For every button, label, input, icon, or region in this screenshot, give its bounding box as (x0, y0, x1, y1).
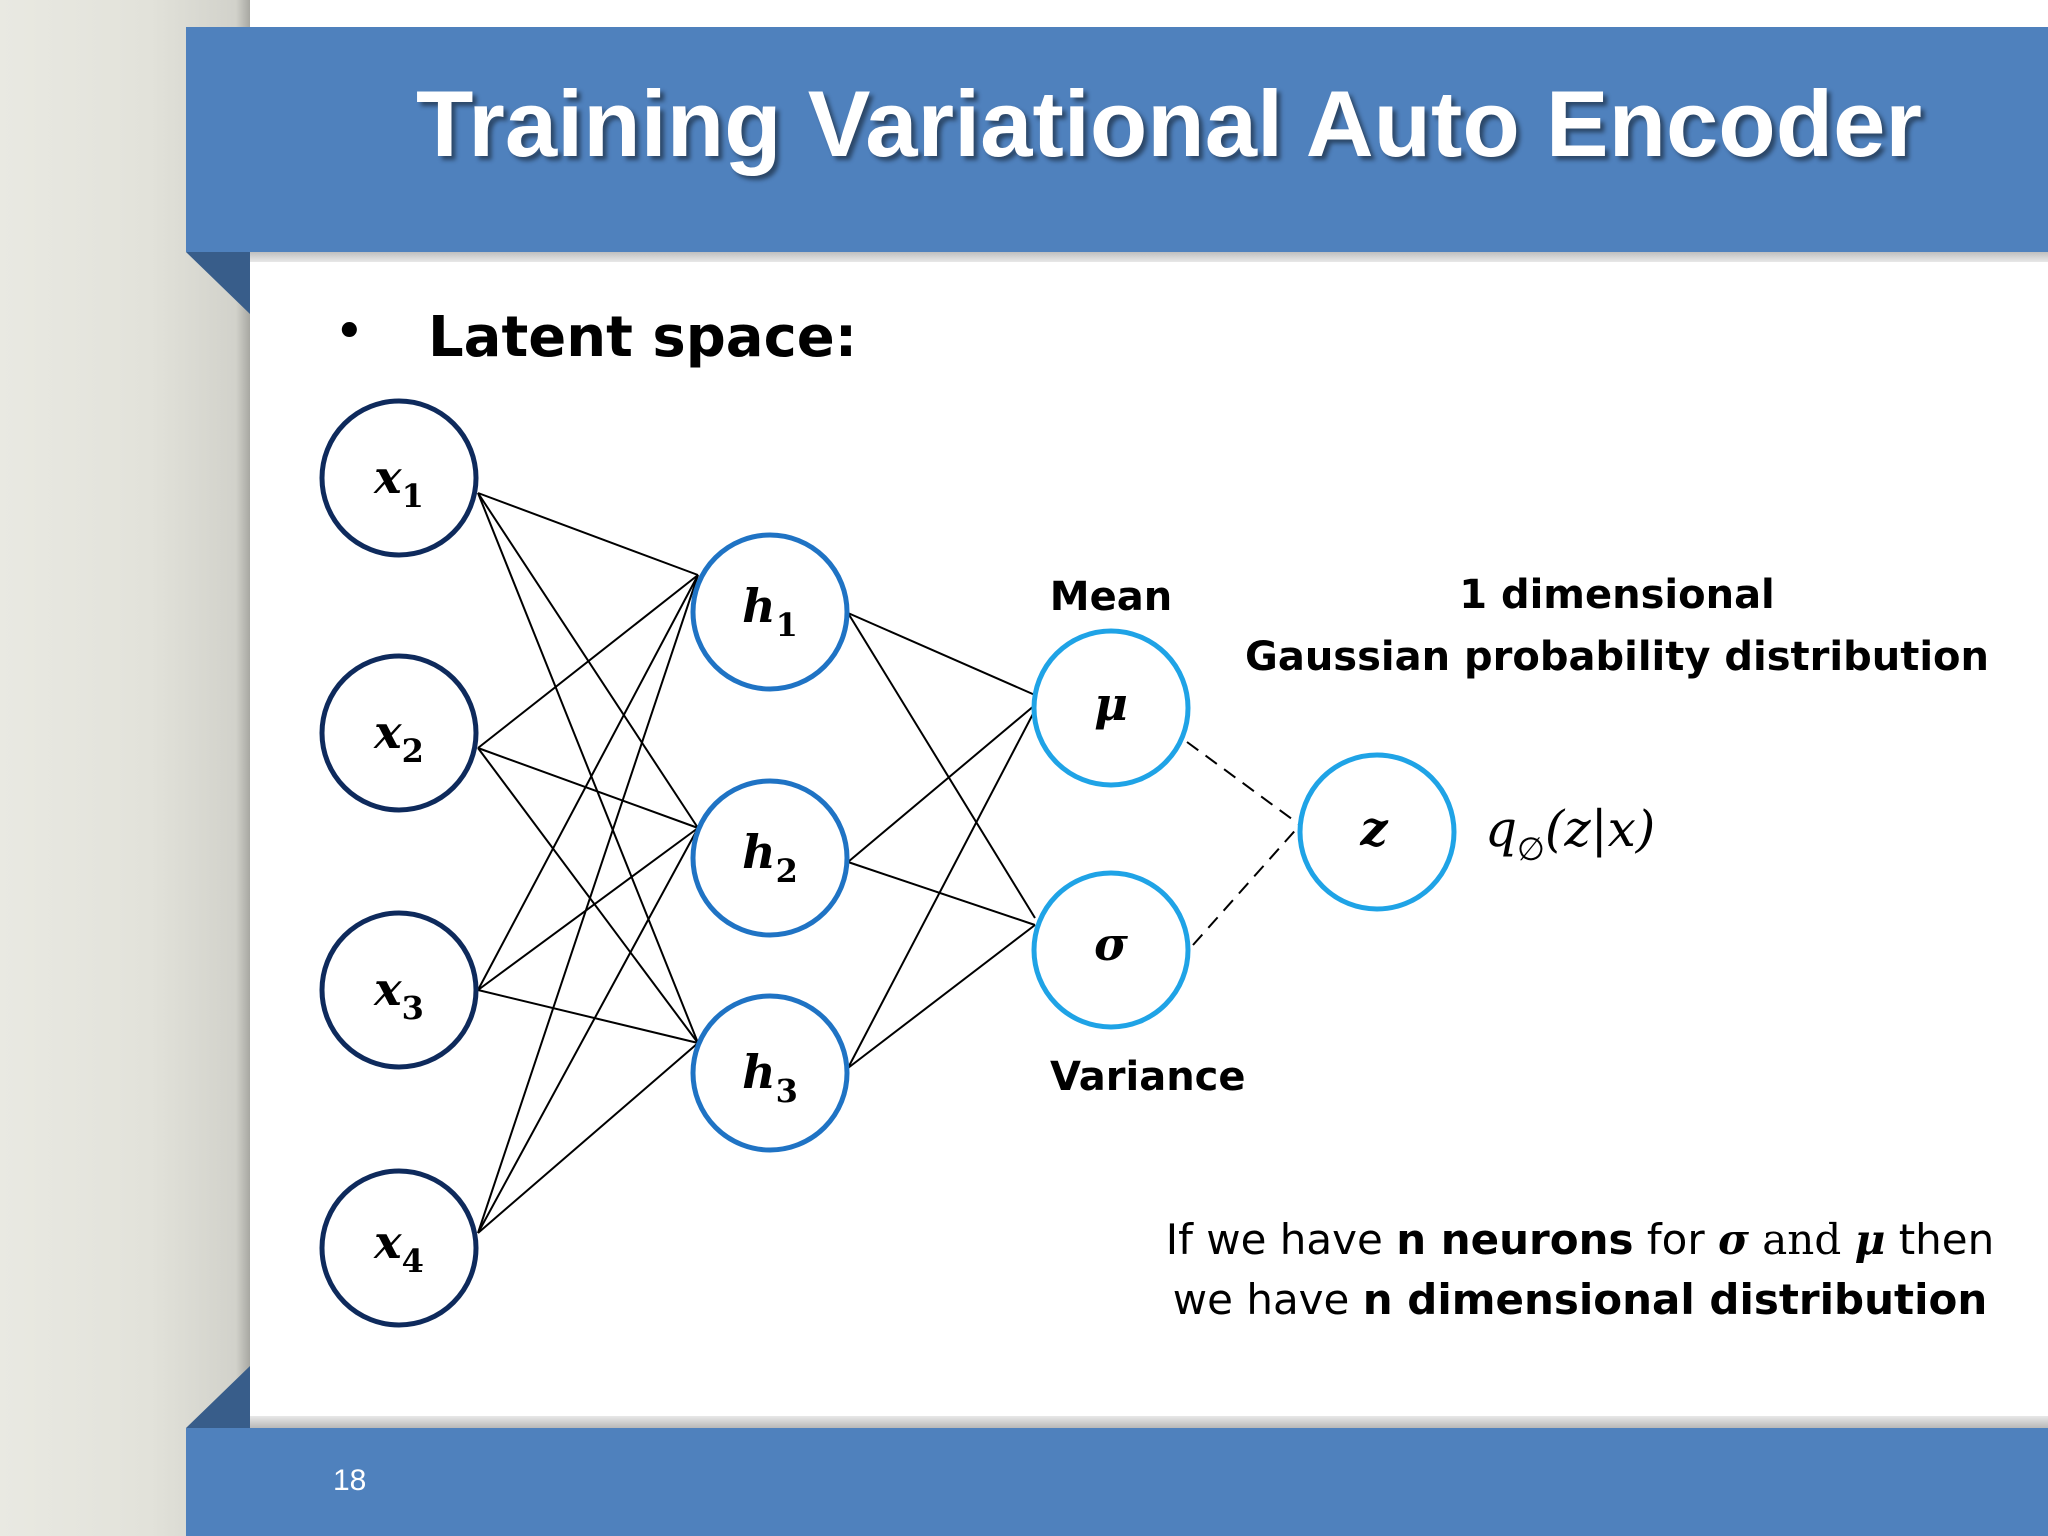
note-emphasis: n neurons (1396, 1215, 1634, 1264)
variance-node-symbol: σ (1094, 917, 1128, 971)
edge-x1-h3 (477, 492, 699, 1044)
edges-hidden-latent (847, 612, 1036, 1069)
posterior-formula: q∅(z|x) (1485, 800, 1655, 868)
input-node-x2 (319, 653, 479, 813)
edge-x1-h1 (477, 492, 699, 576)
footer-band-edge (250, 1416, 2048, 1428)
z-node (1297, 752, 1457, 912)
distribution-title-line1: 1 dimensional (1459, 572, 1775, 618)
title-band-edge (250, 252, 2048, 262)
latent-layer: μ σ z (1031, 628, 1457, 1030)
edge-mu-z (1186, 741, 1301, 826)
edge-h1-sigma (847, 612, 1036, 919)
edge-x3-h1 (477, 574, 699, 991)
title-fold-corner (186, 252, 250, 314)
edge-x3-h3 (477, 989, 699, 1044)
hidden-label-h1: h1 (742, 579, 798, 644)
note-text: then (1885, 1215, 1995, 1264)
bullet-marker: • (334, 302, 365, 362)
edge-x4-h2 (477, 827, 699, 1234)
edge-x4-h1 (477, 574, 699, 1234)
edge-x2-h1 (477, 574, 699, 749)
edge-x2-h2 (477, 747, 699, 829)
note-mu: μ (1854, 1215, 1886, 1264)
input-layer: x1 x2 x3 x4 (319, 398, 479, 1328)
footer-fold-corner (186, 1366, 250, 1428)
mean-node (1031, 628, 1191, 788)
mean-label: Mean (1050, 574, 1172, 620)
mean-node-symbol: μ (1094, 677, 1128, 731)
note-line-2: we have n dimensional distribution (1160, 1270, 2000, 1330)
edge-sigma-z (1192, 824, 1301, 946)
hidden-node-h3 (690, 993, 850, 1153)
hidden-node-h1 (690, 532, 850, 692)
edge-h3-sigma (847, 924, 1036, 1069)
note-sigma: σ (1717, 1215, 1749, 1264)
edge-x2-h3 (477, 747, 699, 1044)
edge-h3-mu (847, 709, 1036, 1069)
hidden-label-h3: h3 (742, 1045, 798, 1110)
note-text: we have (1172, 1275, 1363, 1324)
edge-h1-mu (847, 612, 1036, 696)
note-text: for (1633, 1215, 1718, 1264)
note-emphasis: n dimensional distribution (1362, 1275, 1988, 1324)
z-node-symbol: z (1359, 801, 1389, 857)
note-text: and (1748, 1215, 1855, 1264)
variance-label: Variance (1050, 1054, 1246, 1100)
edge-h2-mu (847, 704, 1036, 863)
edge-x4-h3 (477, 1042, 699, 1234)
title-band (186, 27, 2048, 252)
page-number: 18 (333, 1464, 367, 1497)
distribution-title-line2: Gaussian probability distribution (1245, 634, 1989, 680)
note-text: If we have (1165, 1215, 1397, 1264)
edges-input-hidden (477, 492, 699, 1234)
input-node-x1 (319, 398, 479, 558)
bullet-latent-space: Latent space: (428, 305, 858, 370)
page-shadow (236, 0, 252, 1536)
note-line-1: If we have n neurons for σ and μ then (1160, 1210, 2000, 1270)
input-label-x3: x3 (373, 962, 424, 1027)
footer-band (186, 1428, 2048, 1536)
hidden-node-h2 (690, 778, 850, 938)
input-label-x2: x2 (373, 705, 424, 770)
hidden-layer: h1 h2 h3 (690, 532, 850, 1153)
edges-sampling (1186, 741, 1301, 946)
edge-h2-sigma (847, 861, 1036, 926)
edge-x3-h2 (477, 827, 699, 991)
variance-node (1031, 870, 1191, 1030)
input-label-x4: x4 (373, 1215, 424, 1280)
input-node-x3 (319, 910, 479, 1070)
hidden-label-h2: h2 (742, 825, 798, 890)
n-dimensional-note: If we have n neurons for σ and μ then we… (1160, 1210, 2000, 1330)
slide-title: Training Variational Auto Encoder (416, 71, 1922, 176)
input-label-x1: x1 (373, 450, 424, 515)
input-node-x4 (319, 1168, 479, 1328)
